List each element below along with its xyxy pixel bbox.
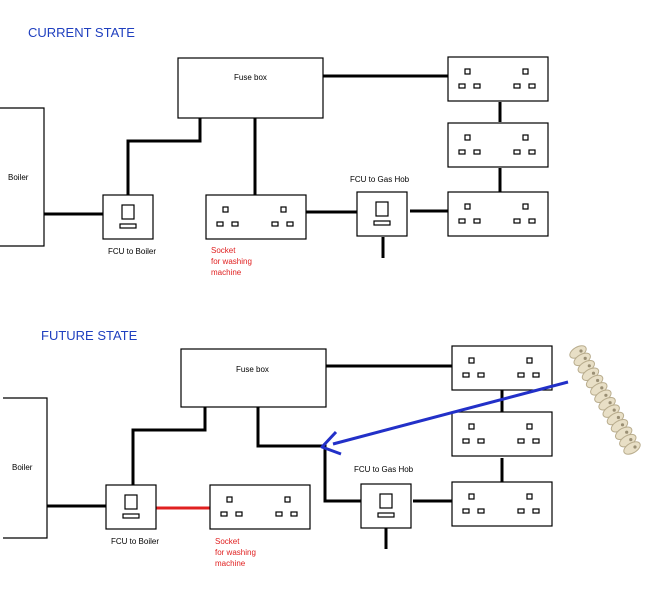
current-fcu-gas-hob [356, 191, 408, 237]
current-washing-socket [205, 194, 307, 240]
current-socket-top [447, 56, 549, 102]
terminal-screw [629, 438, 633, 442]
future-fcu-gas-hob [360, 483, 412, 529]
future-washing-socket [209, 484, 311, 530]
current-socket-label-1: Socket [211, 246, 236, 255]
future-socket-label-2: for washing [215, 548, 256, 557]
terminal-screw [620, 423, 625, 427]
current-socket-bottom [447, 191, 549, 237]
terminal-screw [583, 356, 587, 360]
future-fcu-gas-hob-label: FCU to Gas Hob [354, 465, 414, 474]
current-fcu-boiler [102, 194, 154, 240]
future-socket-top [451, 345, 553, 391]
current-fuse-box [177, 57, 324, 119]
terminal-screw [600, 386, 604, 390]
future-fuse-box [180, 348, 327, 408]
future-socket-middle [451, 411, 553, 457]
terminal-screw [591, 371, 596, 375]
future-socket-label-1: Socket [215, 537, 240, 546]
terminal-screw [596, 378, 600, 383]
future-state-heading: FUTURE STATE [41, 328, 138, 343]
future-fcu-boiler [105, 484, 157, 530]
terminal-screw [625, 430, 629, 434]
terminal-screw [616, 415, 621, 420]
current-fuse-box-label: Fuse box [234, 73, 267, 82]
current-fcu-boiler-label: FCU to Boiler [108, 247, 156, 256]
current-wires [44, 74, 502, 258]
terminal-segment [623, 441, 641, 455]
current-socket-middle [447, 122, 549, 168]
future-state-section: FUTURE STATE Fuse box Boiler FCU to Boil… [3, 328, 641, 568]
current-boiler-label: Boiler [8, 173, 29, 182]
future-socket-bottom [451, 481, 553, 527]
terminal-screw [633, 445, 637, 449]
future-socket-label-3: machine [215, 559, 246, 568]
current-socket-label-3: machine [211, 268, 242, 277]
terminal-screw [587, 364, 591, 368]
connector-arrow [320, 380, 569, 456]
future-wires [47, 364, 504, 549]
future-fuse-box-label: Fuse box [236, 365, 269, 374]
current-state-heading: CURRENT STATE [28, 25, 135, 40]
current-socket-label-2: for washing [211, 257, 252, 266]
future-boiler [3, 397, 48, 539]
current-state-section: CURRENT STATE Fuse box Boiler FCU to Boi… [0, 25, 549, 277]
current-boiler [0, 107, 45, 247]
terminal-block-connector [569, 345, 641, 455]
future-fcu-boiler-label: FCU to Boiler [111, 537, 159, 546]
terminal-screw [604, 393, 608, 397]
terminal-screw [612, 408, 616, 412]
terminal-screw [579, 349, 583, 353]
future-boiler-label: Boiler [12, 463, 33, 472]
current-fcu-gas-hob-label: FCU to Gas Hob [350, 175, 410, 184]
terminal-screw [608, 401, 612, 405]
